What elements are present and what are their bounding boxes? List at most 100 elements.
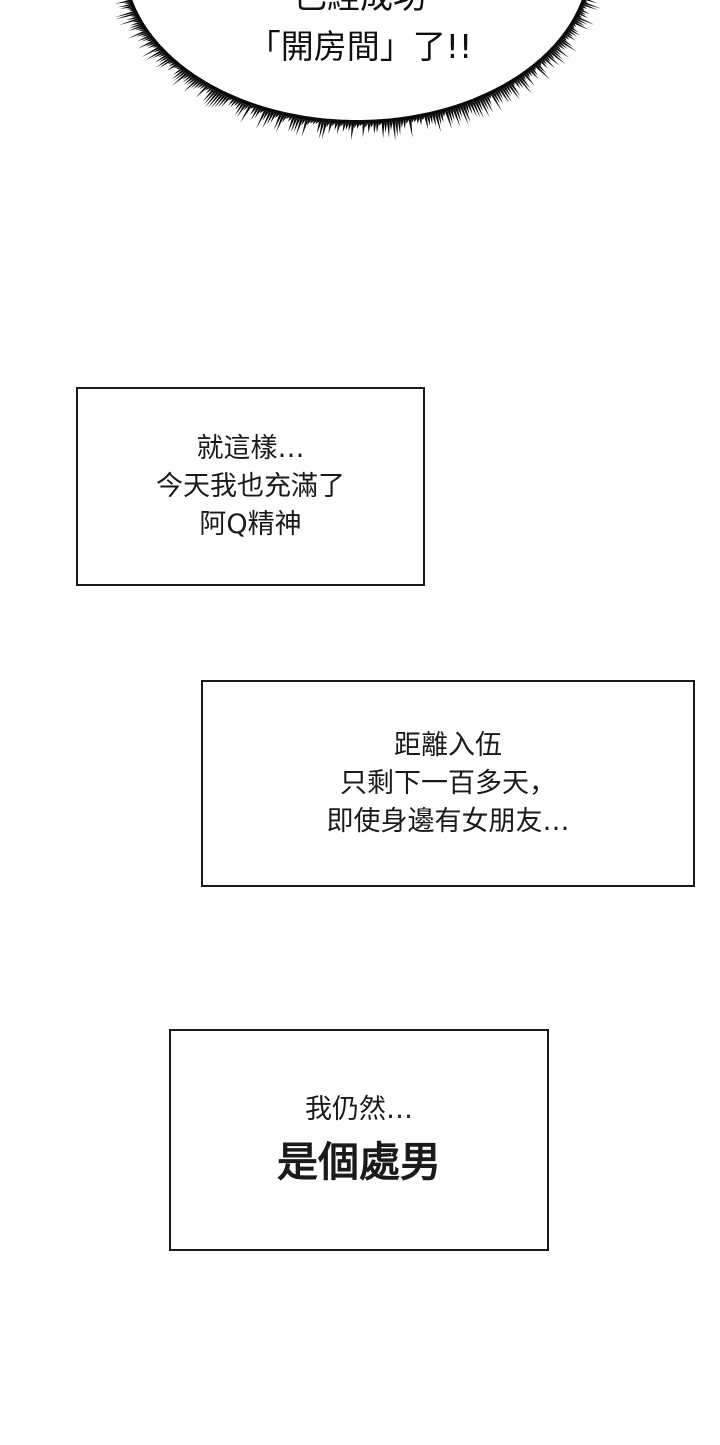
burst-spike [236, 104, 247, 118]
burst-spike [376, 123, 379, 133]
burst-spike [493, 92, 500, 104]
burst-spike [539, 62, 542, 66]
burst-spike [262, 112, 272, 129]
burst-spike [126, 16, 137, 21]
burst-spike [328, 122, 333, 134]
burst-spike [217, 96, 228, 108]
burst-spike [230, 100, 237, 108]
burst-spike [146, 39, 152, 42]
burst-spike [562, 39, 573, 47]
burst-spike [582, 5, 587, 9]
burst-spike [516, 79, 524, 89]
burst-spike [389, 122, 393, 131]
burst-spike [147, 44, 156, 49]
burst-spike [408, 119, 413, 138]
burst-spike [340, 123, 344, 127]
burst-spike [447, 110, 453, 125]
burst-spike [288, 117, 295, 132]
burst-spike [452, 109, 461, 127]
burst-spike [411, 119, 414, 123]
burst-spike [137, 35, 149, 42]
burst-spike [416, 118, 420, 124]
burst-spike [124, 2, 130, 4]
burst-spike [158, 53, 165, 58]
burst-spike [545, 56, 551, 62]
burst-spike [400, 120, 404, 128]
burst-spike [559, 42, 568, 49]
burst-spike [553, 48, 562, 56]
burst-spike [266, 112, 274, 125]
burst-spike [584, 2, 601, 9]
burst-spike [205, 88, 213, 94]
burst-spike [334, 123, 338, 131]
burst-spike [118, 18, 138, 26]
burst-spike [392, 121, 396, 141]
burst-spike [135, 27, 143, 31]
burst-spike [262, 111, 269, 121]
burst-spike [558, 44, 566, 50]
burst-spike [126, 30, 146, 40]
burst-spike [275, 114, 280, 119]
burst-spike [460, 106, 469, 125]
burst-spike [440, 112, 444, 123]
burst-spike [474, 101, 484, 119]
burst-spike [445, 111, 452, 129]
burst-spike [419, 117, 422, 126]
burst-spike [127, 25, 142, 32]
burst-spike [581, 9, 590, 15]
burst-spike [504, 87, 511, 97]
burst-spike [197, 83, 204, 89]
burst-spike [530, 70, 539, 80]
burst-spike [202, 89, 215, 102]
burst-spike [413, 118, 417, 123]
burst-spike [429, 115, 433, 125]
burst-spike [397, 121, 401, 135]
caption-box-1: 就這樣… 今天我也充滿了 阿Q精神 [76, 387, 425, 586]
caption-box-3: 我仍然… 是個處男 [169, 1029, 549, 1251]
burst-spike [370, 123, 374, 128]
burst-spike [497, 90, 503, 99]
burst-spike [455, 108, 462, 122]
burst-spike [561, 40, 577, 52]
burst-spike [182, 75, 192, 83]
burst-spike [488, 95, 491, 99]
burst-spike [145, 42, 155, 47]
burst-spike [154, 55, 167, 63]
burst-spike [317, 121, 322, 134]
burst-spike [176, 67, 181, 70]
burst-spike [126, 7, 132, 10]
burst-spike [259, 109, 264, 114]
burst-spike [432, 114, 436, 127]
burst-spike [467, 104, 473, 115]
burst-spike [501, 88, 512, 103]
burst-spike [348, 123, 352, 132]
caption-2-line-2: 只剩下一百多天， [340, 767, 556, 799]
burst-spike [578, 14, 583, 18]
burst-spike [159, 56, 169, 63]
burst-spike [319, 122, 325, 139]
burst-spike [585, 0, 588, 3]
burst-spike [469, 103, 477, 117]
caption-1-line-2: 今天我也充滿了 [156, 470, 345, 502]
caption-3-line-2: 是個處男 [277, 1138, 441, 1186]
burst-spike [490, 94, 502, 112]
burst-spike [182, 74, 190, 80]
burst-spike [365, 123, 368, 128]
caption-box-2: 距離入伍 只剩下一百多天， 即使身邊有女朋友… [201, 680, 695, 887]
burst-spike [141, 47, 159, 58]
burst-spike [575, 20, 585, 26]
burst-spike [136, 32, 147, 37]
burst-spike [434, 114, 441, 133]
burst-spike [566, 34, 576, 41]
burst-spike [544, 58, 556, 69]
burst-spike [373, 123, 377, 135]
burst-spike [424, 116, 429, 130]
burst-spike [481, 98, 489, 111]
burst-spike [140, 34, 148, 37]
burst-spike [228, 99, 235, 106]
burst-spike [228, 98, 233, 101]
burst-spike [421, 117, 425, 121]
burst-spike [362, 123, 366, 138]
burst-spike [312, 121, 317, 125]
burst-spike [506, 85, 513, 95]
